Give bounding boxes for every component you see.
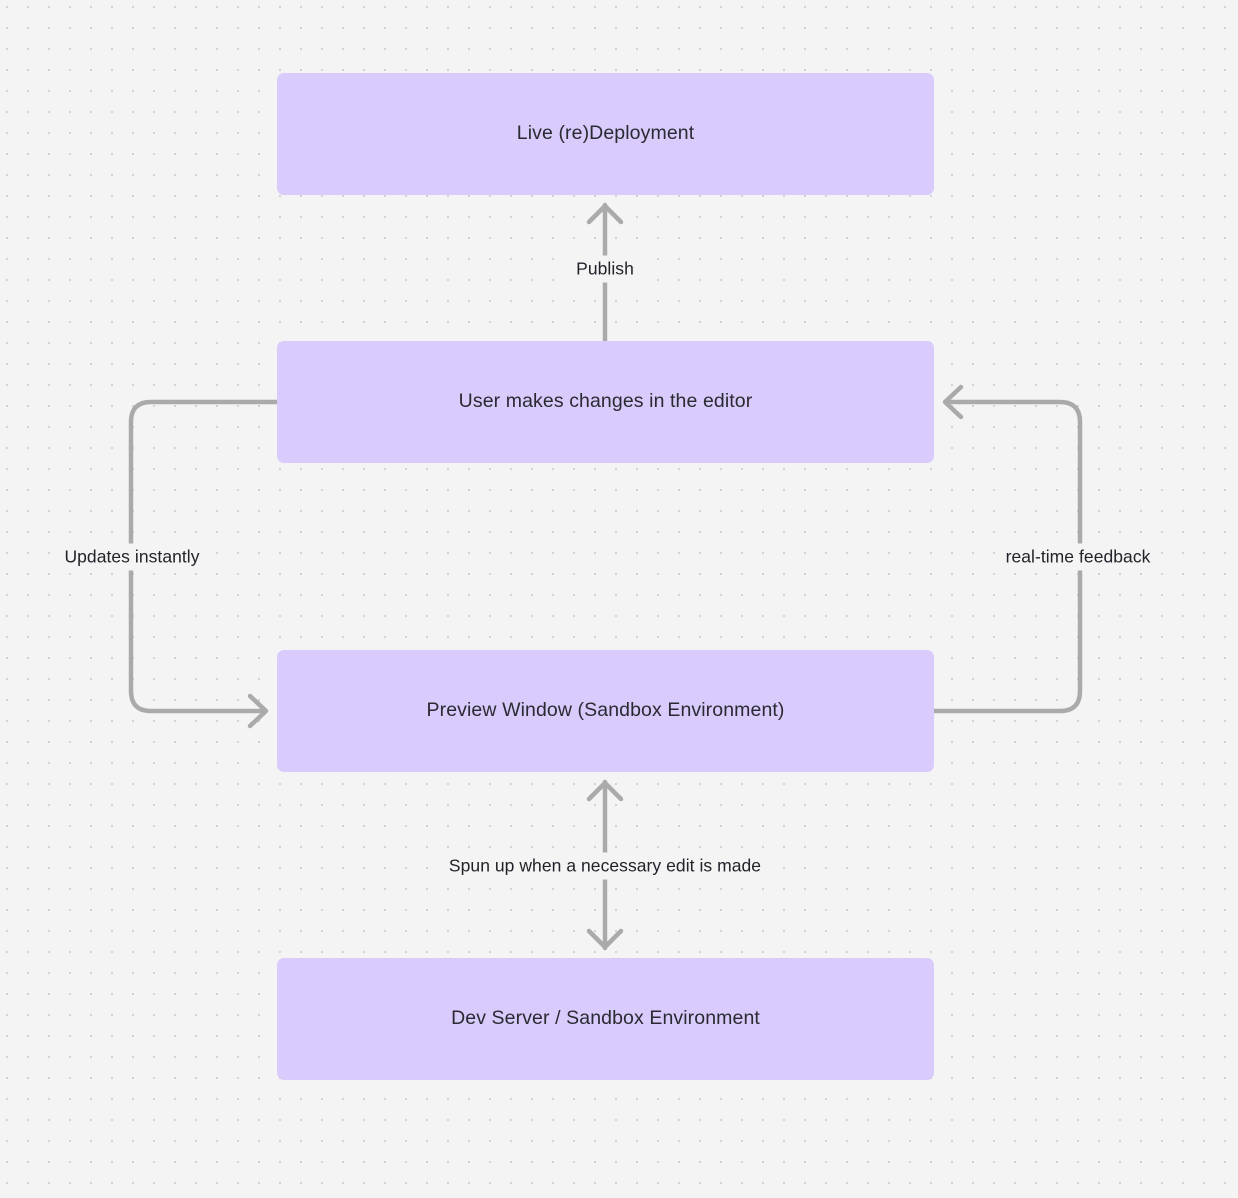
edge-label-real-time-feedback: real-time feedback [1000,543,1156,571]
node-dev-server[interactable]: Dev Server / Sandbox Environment [277,958,934,1080]
edge-label-updates-instantly: Updates instantly [59,543,205,571]
node-user-edits[interactable]: User makes changes in the editor [277,341,934,463]
node-label: Live (re)Deployment [516,122,695,145]
edge-label-spun-up: Spun up when a necessary edit is made [443,852,767,880]
node-live-deployment[interactable]: Live (re)Deployment [277,73,934,195]
node-preview-window[interactable]: Preview Window (Sandbox Environment) [277,650,934,772]
node-label: User makes changes in the editor [458,390,753,413]
node-label: Dev Server / Sandbox Environment [451,1007,760,1030]
edge-label-publish: Publish [571,255,639,283]
node-label: Preview Window (Sandbox Environment) [426,699,785,722]
